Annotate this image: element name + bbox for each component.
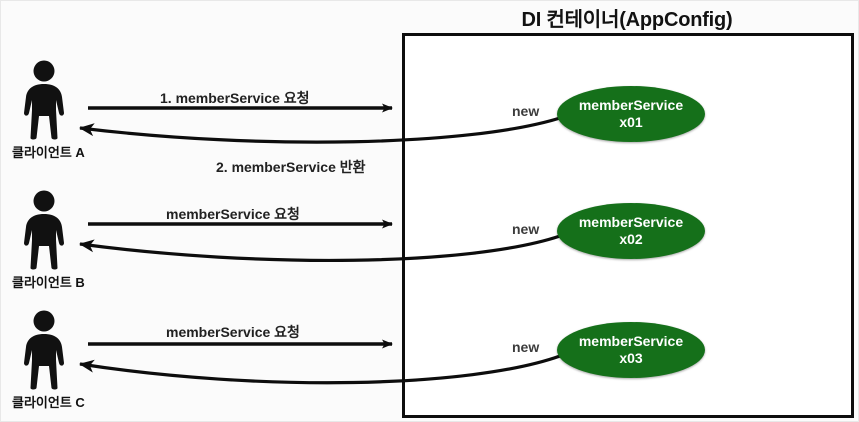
client-c-label: 클라이언트 C	[12, 395, 85, 410]
person-icon	[16, 310, 72, 390]
return-label-1: 2. memberService 반환	[216, 159, 366, 175]
request-label-1: 1. memberService 요청	[160, 90, 310, 106]
bean-member-service-x03: memberService x03	[557, 322, 705, 378]
bean-name: memberService	[578, 96, 684, 113]
person-icon	[16, 60, 72, 140]
new-label-3: new	[512, 339, 540, 355]
bean-member-service-x01: memberService x01	[557, 86, 705, 142]
person-icon	[16, 190, 72, 270]
client-c: 클라이언트 C	[10, 310, 106, 411]
bean-instance: x02	[619, 231, 643, 247]
bean-member-service-x02: memberService x02	[557, 203, 705, 259]
bean-instance: x01	[619, 114, 643, 130]
client-b-label: 클라이언트 B	[12, 275, 85, 290]
client-a: 클라이언트 A	[10, 60, 106, 161]
new-label-1: new	[512, 103, 540, 119]
bean-instance: x03	[619, 350, 643, 366]
client-a-label: 클라이언트 A	[12, 145, 85, 160]
container-title: DI 컨테이너(AppConfig)	[521, 9, 733, 31]
bean-name: memberService	[578, 332, 684, 349]
request-label-2: memberService 요청	[166, 206, 300, 222]
request-label-3: memberService 요청	[166, 324, 300, 340]
client-b: 클라이언트 B	[10, 190, 106, 291]
new-label-2: new	[512, 221, 540, 237]
bean-name: memberService	[578, 213, 684, 230]
